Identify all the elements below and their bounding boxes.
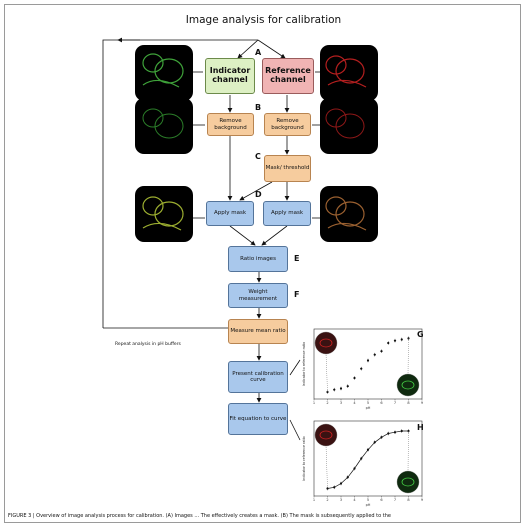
micrograph-reference-bg-removed: [320, 98, 378, 154]
x-axis-label: pH: [366, 406, 371, 410]
inset-link-high: [407, 430, 409, 473]
figure-caption: FIGURE 3 | Overview of image analysis pr…: [8, 513, 391, 519]
y-axis-label: Indicator to reference ratio: [302, 436, 306, 480]
loop-label: Repeat analysis in pH buffers: [115, 342, 181, 347]
plot-g-svg: 1 2 3 4 5 6 7 8 9 pH Indicator to reference ratio: [302, 328, 423, 410]
inset-low-ph: [314, 331, 338, 355]
data-point: [326, 390, 329, 394]
mask-threshold-box: Mask/ threshold: [264, 155, 311, 182]
letter-e: E: [294, 254, 300, 263]
data-point: [353, 467, 356, 470]
plot-h: 1 2 3 4 5 6 7 8 9 pH Indicator to reference ratio: [300, 415, 426, 508]
data-point: [387, 341, 390, 345]
letter-f: F: [294, 290, 300, 299]
data-point: [360, 457, 363, 460]
remove-background-right: Remove background: [264, 113, 311, 136]
inset-low-cell: [319, 430, 333, 440]
data-point: [407, 337, 410, 340]
micrograph-indicator-raw: [135, 45, 193, 101]
x-tick-label: 7: [394, 498, 396, 502]
indicator-channel-box: Indicator channel: [205, 58, 255, 94]
data-point: [380, 350, 383, 353]
inset-link-high: [407, 338, 409, 376]
data-point: [339, 387, 343, 390]
loop-line: [102, 39, 258, 328]
data-point: [373, 353, 376, 356]
x-tick-label: 9: [421, 401, 423, 405]
data-point: [393, 339, 397, 342]
reference-channel-box: Reference channel: [262, 58, 314, 94]
data-point: [400, 429, 403, 433]
figure-title: Image analysis for calibration: [185, 14, 342, 26]
weight-measurement-box: Weight measurement: [228, 283, 288, 308]
data-point: [360, 367, 363, 370]
inset-low-ph: [314, 423, 338, 447]
inset-link-low: [325, 444, 328, 489]
fit-equation-box: Fit equation to curve: [228, 403, 288, 435]
data-point: [353, 376, 356, 380]
letter-d: D: [255, 190, 262, 199]
x-tick-label: 3: [340, 401, 342, 405]
inset-high-ph: [396, 470, 420, 494]
letter-b: B: [255, 103, 262, 112]
micrograph-indicator-masked: [135, 186, 193, 242]
apply-mask-right: Apply mask: [263, 201, 311, 226]
loop-to-reference: [257, 39, 286, 59]
x-tick-label: 8: [407, 498, 409, 502]
x-tick-label: 5: [367, 401, 369, 405]
x-tick-label: 1: [313, 401, 315, 405]
plot-h-svg: 1 2 3 4 5 6 7 8 9 pH Indicator to reference ratio: [302, 420, 423, 507]
inset-low-cell: [319, 338, 333, 348]
x-tick-label: 5: [367, 498, 369, 502]
plot-g: 1 2 3 4 5 6 7 8 9 pH Indicator to reference ratio: [300, 323, 426, 411]
data-point: [373, 441, 376, 444]
data-point: [346, 385, 349, 388]
x-tick-label: 4: [353, 401, 356, 405]
letter-a: A: [255, 48, 262, 57]
inset-link-low: [325, 352, 328, 393]
data-point: [407, 429, 410, 433]
data-point: [333, 388, 336, 391]
remove-background-left: Remove background: [207, 113, 254, 136]
micrograph-indicator-bg-removed: [135, 98, 193, 154]
x-tick-label: 6: [380, 498, 382, 502]
present-calibration-curve-box: Present calibration curve: [228, 361, 288, 393]
x-tick-label: 7: [394, 401, 396, 405]
inset-high-ph: [396, 373, 420, 397]
measure-mean-ratio-box: Measure mean ratio: [228, 319, 288, 344]
apply-mask-left: Apply mask: [206, 201, 254, 226]
ratio-images-box: Ratio images: [228, 246, 288, 272]
data-point: [366, 448, 370, 451]
x-tick-label: 8: [407, 401, 409, 405]
fit-curve: [327, 430, 409, 489]
letter-h: H: [417, 423, 424, 432]
letter-c: C: [255, 152, 261, 161]
loop-to-indicator: [237, 39, 259, 59]
data-point: [380, 436, 383, 439]
y-axis-label: Indicator to reference ratio: [302, 342, 306, 386]
letter-g: G: [417, 330, 424, 339]
figure-frame: [4, 4, 521, 523]
micrograph-reference-raw: [320, 45, 378, 101]
data-point: [393, 431, 397, 434]
data-point: [387, 432, 390, 435]
x-tick-label: 1: [313, 498, 315, 502]
x-tick-label: 2: [326, 498, 328, 502]
data-point: [339, 482, 343, 485]
x-tick-label: 2: [326, 401, 328, 405]
x-tick-label: 3: [340, 498, 342, 502]
x-tick-label: 6: [380, 401, 382, 405]
x-tick-label: 9: [421, 498, 423, 502]
data-point: [366, 359, 370, 362]
inset-high-cell: [401, 477, 415, 487]
x-axis-label: pH: [366, 503, 371, 507]
data-point: [400, 338, 403, 341]
data-point: [346, 476, 349, 479]
data-point: [326, 487, 329, 490]
data-point: [333, 486, 336, 489]
x-tick-label: 4: [353, 498, 356, 502]
micrograph-reference-masked: [320, 186, 378, 242]
inset-high-cell: [401, 380, 415, 390]
